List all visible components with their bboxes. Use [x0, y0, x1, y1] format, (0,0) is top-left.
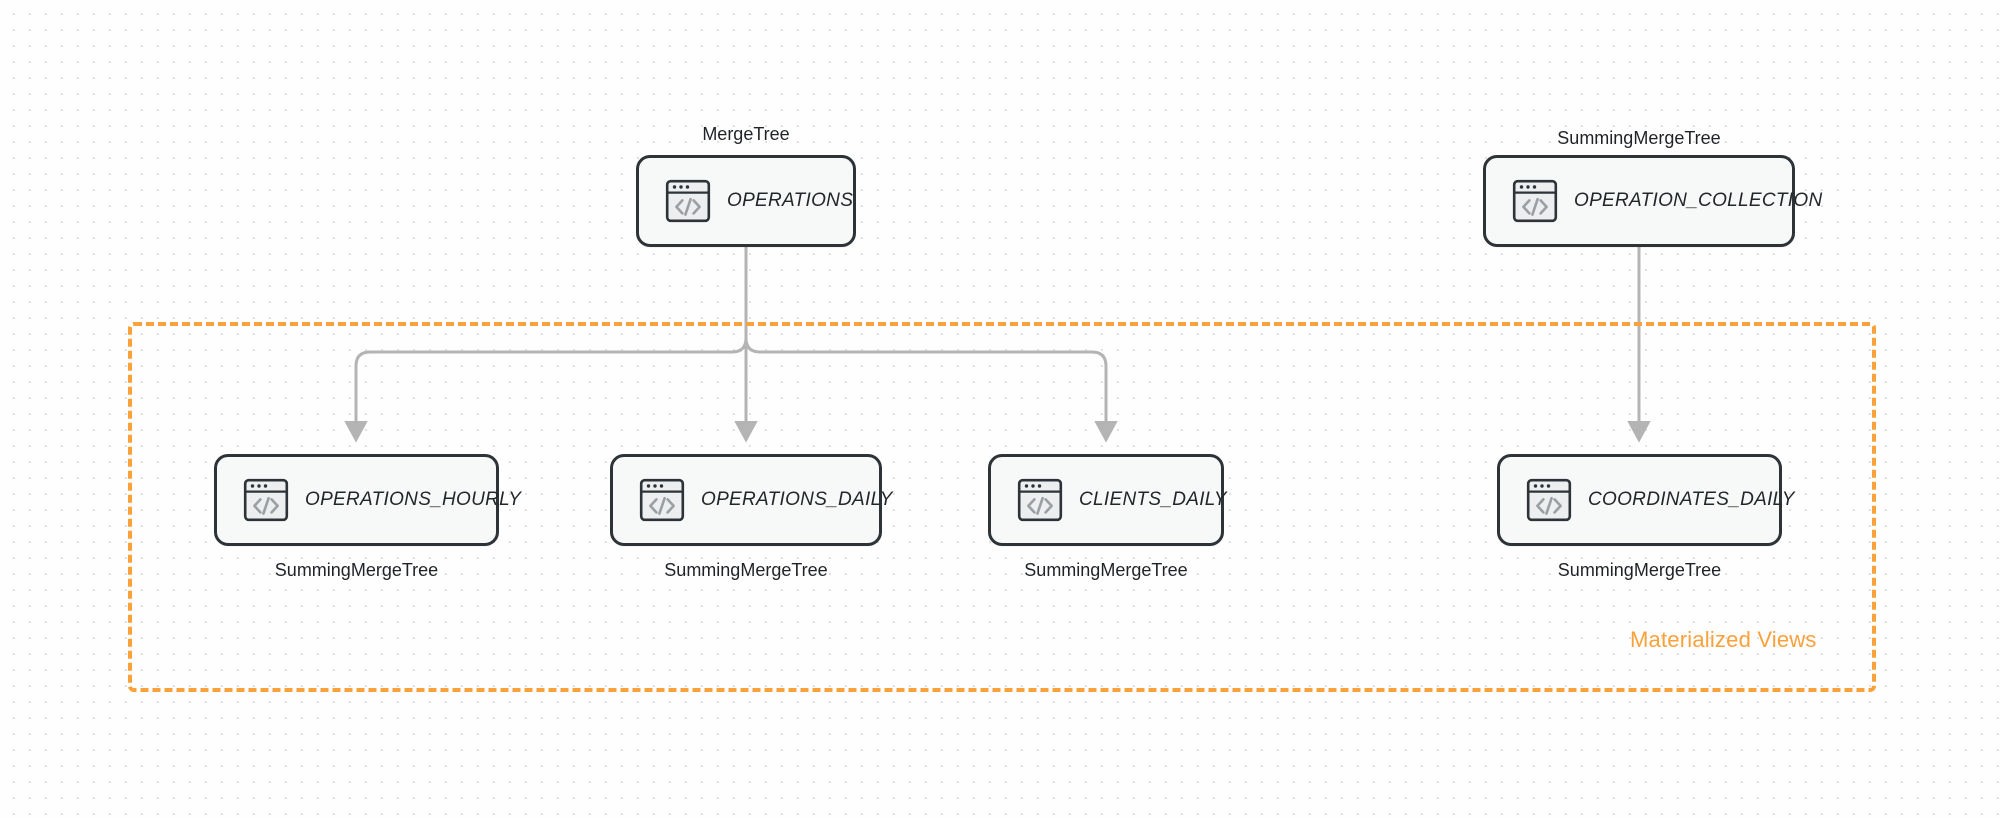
code-window-icon — [1512, 179, 1558, 223]
node-label-coordinates-daily: COORDINATES_DAILY — [1588, 489, 1795, 510]
node-operations[interactable]: OPERATIONS — [636, 155, 856, 247]
materialized-views-group[interactable] — [128, 322, 1876, 692]
code-window-icon — [665, 179, 711, 223]
node-label-operations-daily: OPERATIONS_DAILY — [701, 489, 893, 510]
node-operations-hourly[interactable]: OPERATIONS_HOURLY — [214, 454, 521, 546]
engine-caption-operations-daily: SummingMergeTree — [664, 560, 828, 580]
node-label-operation-collection: OPERATION_COLLECTION — [1574, 190, 1823, 211]
code-window-icon — [1017, 478, 1063, 522]
engine-caption-coordinates-daily: SummingMergeTree — [1557, 560, 1722, 580]
materialized-views-group-label: Materialized Views — [1630, 627, 1817, 652]
code-window-icon — [243, 478, 289, 522]
code-window-icon — [1526, 478, 1572, 522]
node-clients-daily[interactable]: CLIENTS_DAILY — [988, 454, 1227, 546]
node-label-operations-hourly: OPERATIONS_HOURLY — [305, 489, 522, 510]
node-label-operations: OPERATIONS — [727, 190, 854, 211]
engine-caption-operations: MergeTree — [702, 124, 790, 144]
node-operations-daily[interactable]: OPERATIONS_DAILY — [610, 454, 892, 546]
node-operation-collection[interactable]: OPERATION_COLLECTION — [1483, 155, 1822, 247]
code-window-icon — [639, 478, 685, 522]
node-coordinates-daily[interactable]: COORDINATES_DAILY — [1497, 454, 1794, 546]
node-label-clients-daily: CLIENTS_DAILY — [1079, 489, 1227, 510]
engine-caption-clients-daily: SummingMergeTree — [1024, 560, 1188, 580]
engine-caption-operations-hourly: SummingMergeTree — [274, 560, 439, 580]
engine-caption-operation-collection: SummingMergeTree — [1557, 128, 1721, 148]
